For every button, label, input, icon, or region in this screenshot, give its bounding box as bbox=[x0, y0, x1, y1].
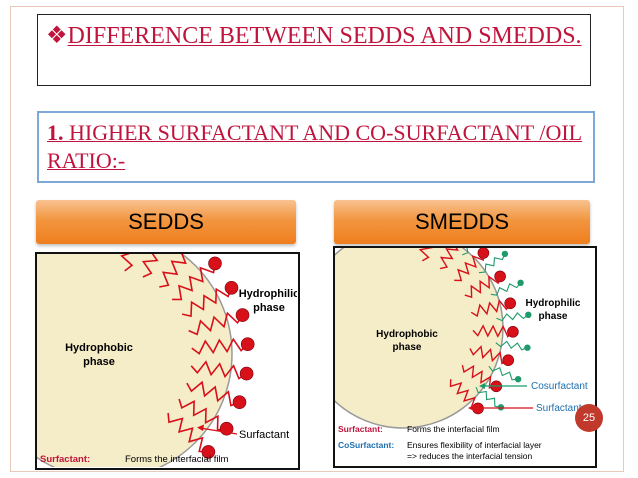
cosurfactant-tail bbox=[496, 312, 529, 322]
hydrophobic-label: Hydrophobic bbox=[65, 342, 133, 354]
surfactant-tail bbox=[181, 287, 233, 318]
legend-value-cosurfactant-2: => reduces the interfacial tension bbox=[407, 451, 532, 461]
hydrophobic-label: Hydrophobic bbox=[376, 329, 438, 340]
surfactant-tail bbox=[464, 275, 501, 299]
legend-key-surfactant: Surfactant: bbox=[338, 424, 383, 434]
cosurfactant-tail bbox=[461, 248, 469, 256]
legend-key-cosurfactant: CoSurfactant: bbox=[338, 440, 394, 450]
cosurfactant-head bbox=[517, 279, 524, 286]
slide-frame bbox=[10, 6, 624, 472]
surfactant-tail bbox=[469, 345, 509, 365]
cosurfactant-head bbox=[514, 376, 522, 383]
surfactant-tail bbox=[178, 398, 227, 432]
arrow-head-icon bbox=[468, 405, 474, 411]
cosurfactant-tail bbox=[478, 253, 506, 274]
surfactant-head bbox=[201, 445, 216, 459]
arrow-head-icon bbox=[197, 424, 204, 431]
surfactant-tail bbox=[186, 380, 240, 407]
surfactant-heads bbox=[472, 248, 519, 415]
surfactant-tail bbox=[418, 248, 433, 262]
slide-title: ❖DIFFERENCE BETWEEN SEDDS AND SMEDDS. bbox=[37, 14, 591, 86]
surfactant-head bbox=[477, 248, 490, 259]
surfactant-chains bbox=[120, 254, 249, 453]
cosurfactant-head bbox=[525, 311, 532, 318]
surfactant-tail bbox=[191, 337, 249, 355]
surfactant-head bbox=[504, 297, 516, 310]
legend-value-surfactant: Forms the interfacial film bbox=[407, 424, 500, 434]
surfactant-head bbox=[240, 337, 255, 351]
surfactant-head bbox=[235, 308, 250, 322]
smedds-diagram-svg: Hydrophilic phase Hydrophobic phase Cosu… bbox=[335, 248, 588, 461]
surfactant-head bbox=[239, 366, 254, 381]
hydrophilic-label: Hydrophilic bbox=[525, 298, 580, 309]
surfactant-tail bbox=[454, 252, 485, 282]
surfactant-tail bbox=[172, 263, 216, 301]
surfactant-chains bbox=[418, 248, 514, 410]
slide-title-text: DIFFERENCE BETWEEN SEDDS AND SMEDDS. bbox=[67, 23, 582, 49]
surfactant-arrow bbox=[199, 427, 238, 435]
cosurfactant-tail bbox=[475, 386, 501, 408]
surfactant-head bbox=[224, 280, 239, 295]
surfactant-label: Surfactant bbox=[536, 403, 582, 414]
surfactant-tail bbox=[472, 324, 514, 338]
sedds-diagram-svg: Hydrophilic phase Hydrophobic phase Surf… bbox=[37, 254, 297, 467]
subtitle-number: 1. bbox=[47, 120, 64, 145]
oil-droplet bbox=[37, 254, 233, 467]
legend-value-cosurfactant-1: Ensures flexibility of interfacial layer bbox=[407, 440, 542, 450]
surfactant-tail bbox=[439, 248, 459, 270]
arrow-head-icon bbox=[479, 383, 485, 389]
hydrophilic-label: Hydrophilic bbox=[239, 288, 297, 300]
surfactant-tail bbox=[461, 364, 497, 389]
surfactant-head bbox=[502, 354, 514, 366]
surfactant-tail bbox=[120, 254, 134, 272]
surfactant-label: Surfactant bbox=[239, 429, 289, 441]
slide-subtitle: 1. HIGHER SURFACTANT AND CO-SURFACTANT /… bbox=[37, 111, 595, 183]
surfactant-tail bbox=[449, 379, 479, 410]
surfactant-tail bbox=[188, 311, 244, 336]
cosurfactant-head bbox=[501, 250, 509, 258]
surfactant-head bbox=[494, 270, 506, 283]
hydrophobic-phase-label: phase bbox=[393, 342, 422, 353]
surfactant-tail bbox=[167, 412, 209, 453]
surfactant-tail bbox=[190, 360, 248, 380]
smedds-header: SMEDDS bbox=[334, 200, 590, 244]
surfactant-head bbox=[208, 256, 222, 271]
cosurfactant-head bbox=[497, 404, 505, 411]
legend-key: Surfactant: bbox=[40, 454, 90, 465]
surfactant-tail bbox=[470, 299, 511, 318]
legend-value: Forms the interfacial film bbox=[125, 454, 229, 465]
cosurfactant-head bbox=[524, 344, 531, 351]
cosurfactant-tail bbox=[488, 365, 519, 381]
surfactant-tail bbox=[159, 254, 187, 288]
cosurfactant-label: Cosurfactant bbox=[531, 381, 588, 392]
surfactant-heads bbox=[201, 256, 255, 459]
diamond-bullet-icon: ❖ bbox=[46, 23, 68, 49]
surfactant-tail bbox=[141, 254, 159, 278]
surfactant-head bbox=[232, 395, 247, 409]
cosurfactant-chains bbox=[461, 248, 532, 411]
page-number-badge: 25 bbox=[575, 404, 603, 432]
hydrophobic-phase-label: phase bbox=[83, 356, 115, 368]
cosurfactant-tail bbox=[495, 340, 528, 351]
hydrophilic-phase-label: phase bbox=[539, 311, 568, 322]
subtitle-text: HIGHER SURFACTANT AND CO-SURFACTANT /OIL… bbox=[47, 120, 583, 173]
sedds-diagram: Hydrophilic phase Hydrophobic phase Surf… bbox=[35, 252, 300, 470]
surfactant-head bbox=[507, 326, 519, 338]
hydrophilic-phase-label: phase bbox=[253, 302, 285, 314]
cosurfactant-tail bbox=[490, 282, 522, 296]
smedds-diagram: Hydrophilic phase Hydrophobic phase Cosu… bbox=[333, 246, 597, 468]
sedds-header: SEDDS bbox=[36, 200, 296, 244]
